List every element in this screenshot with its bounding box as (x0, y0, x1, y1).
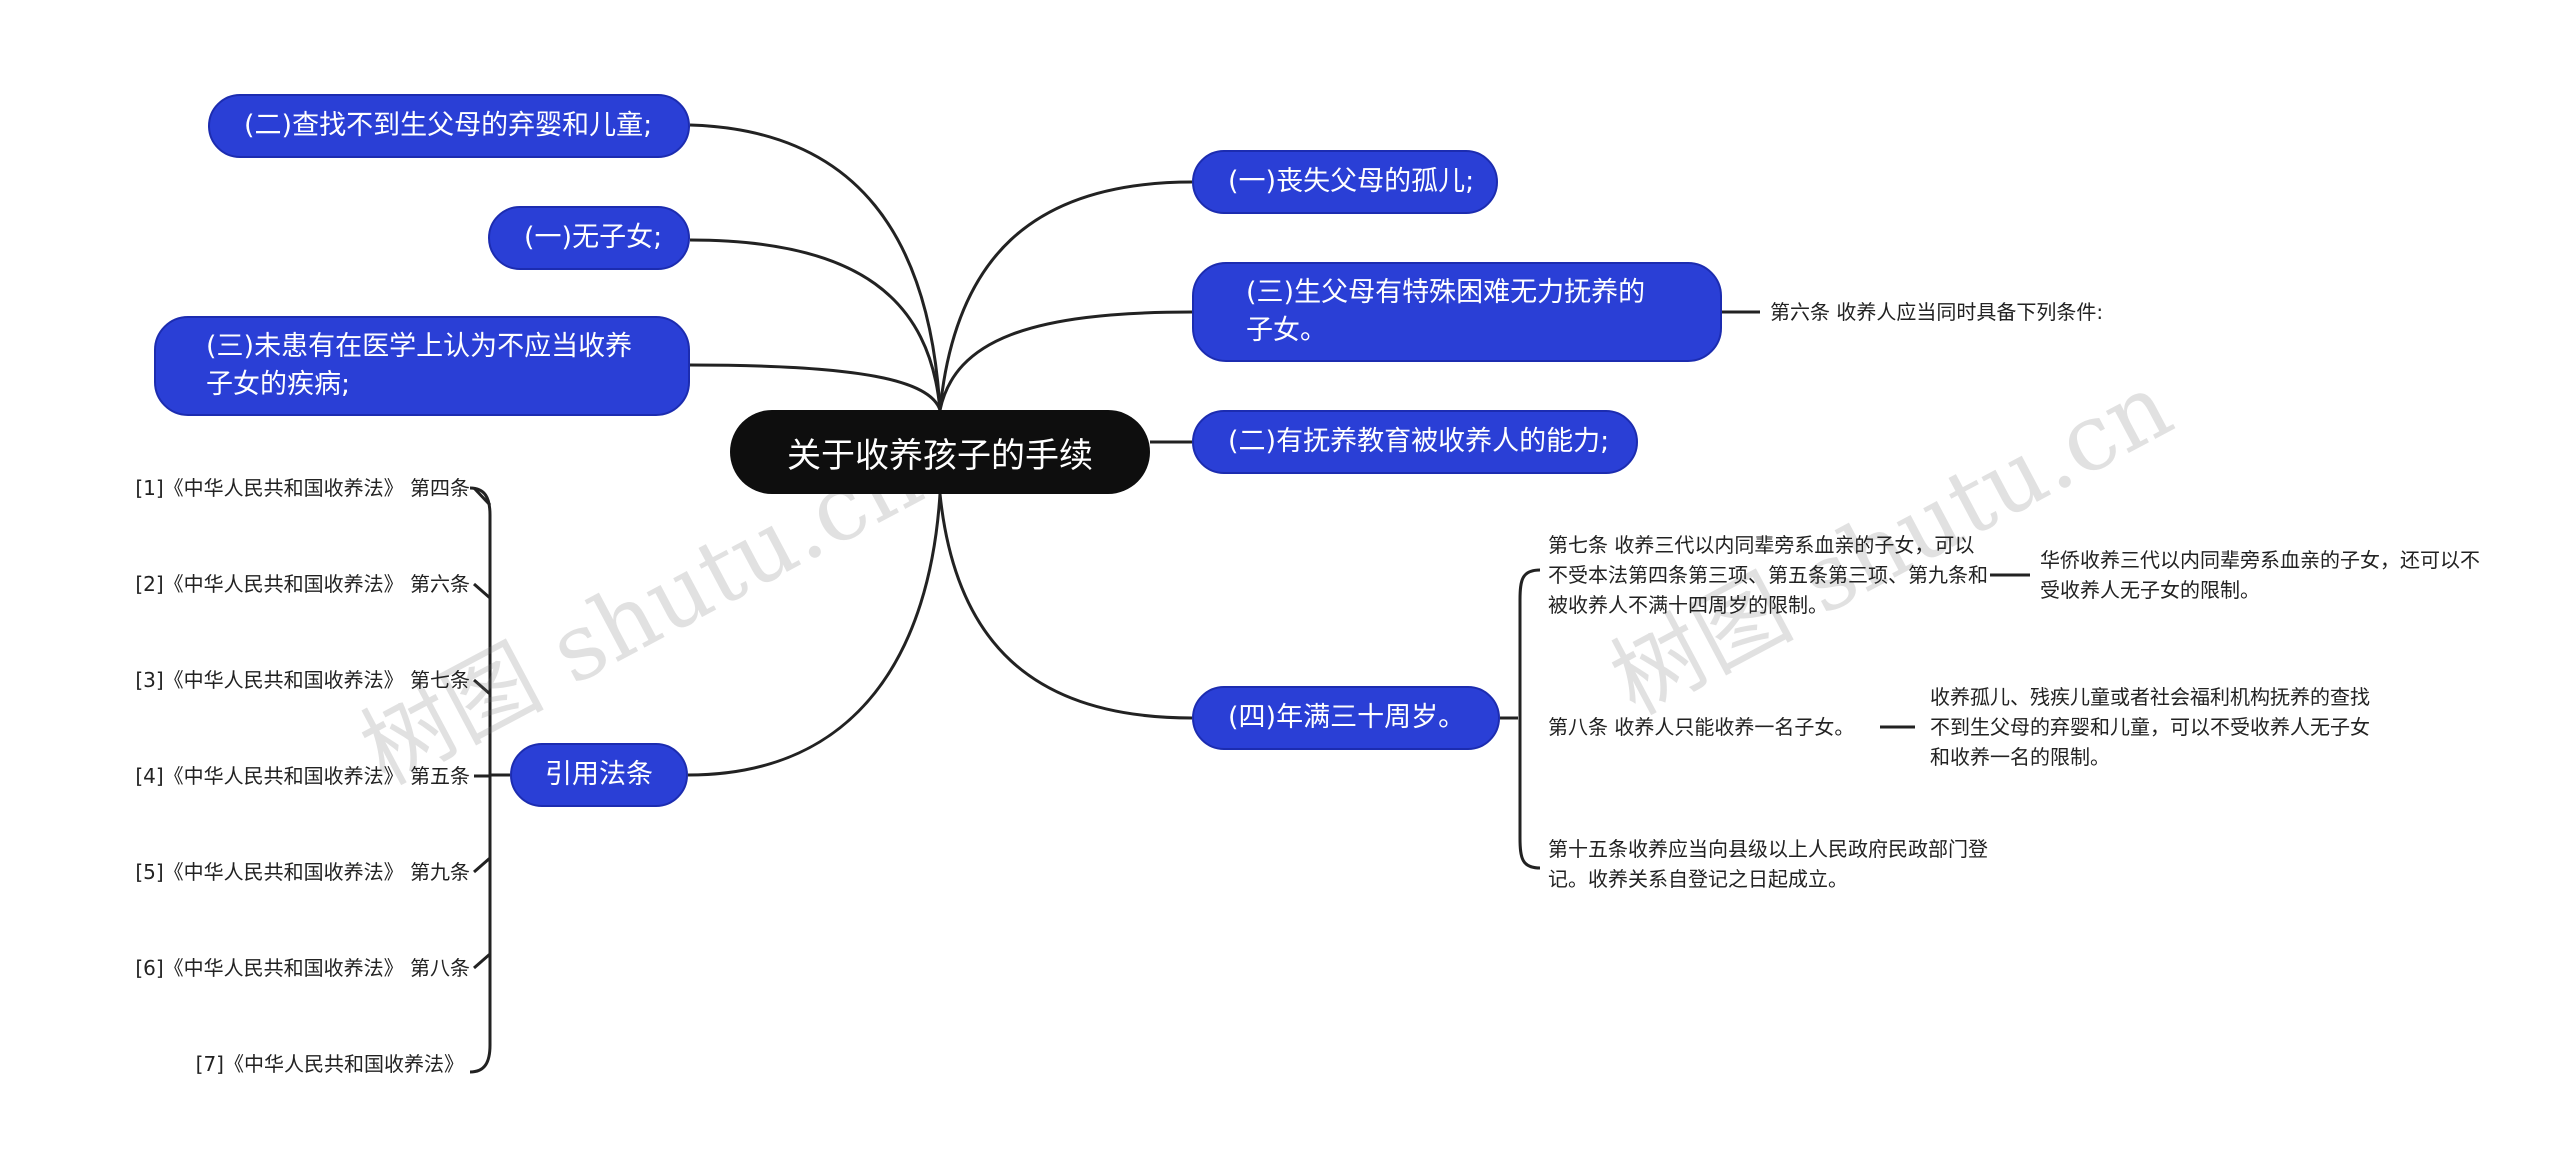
law-tick-2 (473, 582, 491, 600)
law-tick-6 (473, 952, 491, 970)
article6-note: 第六条 收养人应当同时具备下列条件: (1770, 300, 2104, 324)
law-item-3: [3]《中华人民共和国收养法》 第七条 (135, 668, 470, 692)
connector-root-right-4 (938, 493, 1193, 720)
sub-detail-orphans-disabled: 收养孤儿、残疾儿童或者社会福利机构抚养的查找不到生父母的弃婴和儿童，可以不受收养… (1930, 685, 2370, 769)
age-detail-article8: 第八条 收养人只能收养一名子女。 (1548, 715, 1855, 739)
connector-root-right-1 (938, 180, 1193, 411)
right-node-ability[interactable]: (二)有抚养教育被收养人的能力; (1192, 410, 1638, 474)
bracket-laws (469, 486, 492, 1074)
age-detail-article7: 第七条 收养三代以内同辈旁系血亲的子女，可以不受本法第四条第三项、第五条第三项、… (1548, 533, 1988, 617)
bracket-age-details (1518, 568, 1541, 870)
law-item-5: [5]《中华人民共和国收养法》 第九条 (135, 860, 470, 884)
law-item-1: [1]《中华人民共和国收养法》 第四条 (135, 476, 470, 500)
left-node-foundlings[interactable]: (二)查找不到生父母的弃婴和儿童; (208, 94, 690, 158)
connector-root-left-3 (689, 363, 942, 411)
right-node-age-thirty[interactable]: (四)年满三十周岁。 (1192, 686, 1500, 750)
connector-root-left-2 (689, 238, 942, 411)
root-node[interactable]: 关于收养孩子的手续 (730, 410, 1150, 494)
age-detail-article15: 第十五条收养应当向县级以上人民政府民政部门登记。收养关系自登记之日起成立。 (1548, 837, 1988, 891)
left-node-no-children[interactable]: (一)无子女; (488, 206, 690, 270)
connector-root-right-2 (938, 310, 1193, 411)
law-item-7: [7]《中华人民共和国收养法》 (195, 1052, 464, 1076)
law-tick-5 (473, 856, 491, 874)
law-reference-node[interactable]: 引用法条 (510, 743, 688, 807)
connector-root-left-4 (687, 493, 942, 777)
connector-root-left-1 (689, 123, 942, 411)
law-item-4: [4]《中华人民共和国收养法》 第五条 (135, 764, 470, 788)
right-node-parents-hardship[interactable]: (三)生父母有特殊困难无力抚养的子女。 (1192, 262, 1722, 362)
left-node-no-disease[interactable]: (三)未患有在医学上认为不应当收养子女的疾病; (154, 316, 690, 416)
law-item-2: [2]《中华人民共和国收养法》 第六条 (135, 572, 470, 596)
sub-detail-overseas-chinese: 华侨收养三代以内同辈旁系血亲的子女，还可以不受收养人无子女的限制。 (2040, 548, 2480, 602)
law-tick-1 (472, 486, 492, 507)
right-node-orphan[interactable]: (一)丧失父母的孤儿; (1192, 150, 1498, 214)
law-tick-3 (473, 678, 491, 696)
law-item-6: [6]《中华人民共和国收养法》 第八条 (135, 956, 470, 980)
